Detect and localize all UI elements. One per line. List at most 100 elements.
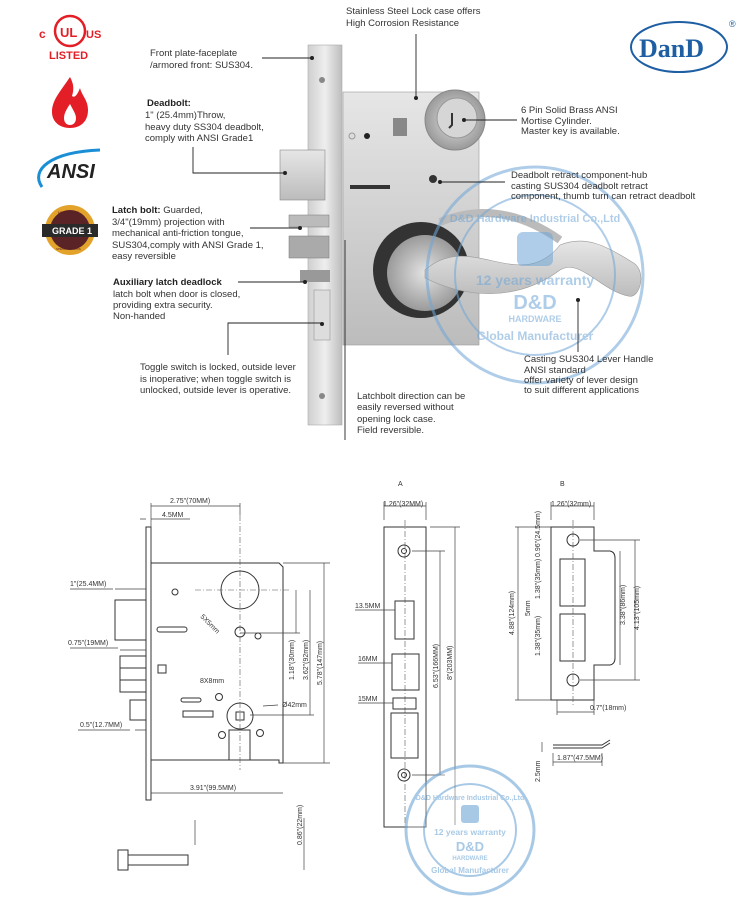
svg-text:opening lock case.: opening lock case. — [357, 414, 436, 425]
svg-text:HARDWARE: HARDWARE — [452, 856, 487, 862]
svg-text:1.87"(47.5MM): 1.87"(47.5MM) — [557, 755, 603, 762]
svg-text:D&D Hardware Industrial Co.,Lt: D&D Hardware Industrial Co.,Ltd — [450, 213, 621, 225]
svg-text:1.38"(35mm): 1.38"(35mm) — [535, 616, 542, 656]
svg-text:2.5mm: 2.5mm — [535, 760, 542, 782]
faceplate-a-drawing: A 1.26"(32MM) 13.5MM 16MM 15MM 6.53"(166… — [355, 481, 460, 828]
svg-text:1.18"(30mm): 1.18"(30mm) — [289, 640, 296, 680]
callout-toggle: Toggle switch is locked, outside lever i… — [140, 362, 296, 396]
svg-text:Stainless Steel Lock case offe: Stainless Steel Lock case offers — [346, 6, 481, 17]
svg-text:ANSI: ANSI — [46, 161, 95, 183]
svg-text:D&D Hardware Industrial Co.,Lt: D&D Hardware Industrial Co.,Ltd — [416, 795, 525, 802]
flame-icon — [52, 77, 88, 128]
callout-lever: Casting SUS304 Lever Handle ANSI standar… — [524, 354, 653, 396]
svg-text:15MM: 15MM — [358, 696, 378, 703]
svg-text:Global Manufacturer: Global Manufacturer — [477, 329, 594, 343]
svg-text:unlocked, outside lever is ope: unlocked, outside lever is operative. — [140, 385, 291, 396]
svg-text:providing extra security.: providing extra security. — [113, 300, 213, 311]
svg-text:0.86"(22mm): 0.86"(22mm) — [297, 805, 304, 845]
svg-text:Ø42mm: Ø42mm — [282, 702, 307, 709]
svg-text:MEETS ANSI: MEETS ANSI — [58, 211, 79, 215]
svg-text:5.78"(147mm): 5.78"(147mm) — [317, 641, 324, 685]
svg-text:6.53"(166MM): 6.53"(166MM) — [433, 644, 440, 688]
svg-text:0.7"(18mm): 0.7"(18mm) — [590, 705, 626, 712]
svg-text:LISTED: LISTED — [49, 50, 88, 62]
mortise-lock-photo — [279, 44, 642, 426]
svg-text:Latch bolt: Guarded,: Latch bolt: Guarded, — [112, 205, 203, 216]
callout-latch-bolt: Latch bolt: Guarded, 3/4"(19mm) projecti… — [112, 205, 264, 262]
svg-text:5mm: 5mm — [525, 600, 532, 616]
callout-faceplate: Front plate-faceplate /armored front: SU… — [150, 48, 253, 71]
svg-text:Deadbolt retract component-hub: Deadbolt retract component-hub — [511, 170, 647, 181]
svg-text:/armored front: SUS304.: /armored front: SUS304. — [150, 60, 253, 71]
svg-text:SPECIFICATIONS: SPECIFICATIONS — [56, 247, 81, 251]
svg-text:easily reversed without: easily reversed without — [357, 402, 454, 413]
main-drawing-dimensions: 2.75"(70MM) 4.5MM 1"(25.4MM) 0.75"(19MM)… — [68, 498, 324, 845]
svg-text:component, thumb turn can retr: component, thumb turn can retract deadbo… — [511, 191, 696, 202]
svg-text:2.75"(70MM): 2.75"(70MM) — [170, 498, 210, 505]
svg-text:3/4"(19mm) projection with: 3/4"(19mm) projection with — [112, 217, 225, 228]
svg-text:latch bolt when door is closed: latch bolt when door is closed, — [113, 289, 240, 300]
svg-text:Toggle switch is locked, outsi: Toggle switch is locked, outside lever — [140, 362, 296, 373]
svg-text:is inoperative; when toggle sw: is inoperative; when toggle switch is — [140, 374, 291, 385]
svg-text:6 Pin Solid Brass ANSI: 6 Pin Solid Brass ANSI — [521, 105, 618, 116]
svg-text:casting SUS304 deadbolt retrac: casting SUS304 deadbolt retract — [511, 181, 648, 192]
svg-text:B: B — [560, 481, 565, 488]
svg-text:3.62"(92mm): 3.62"(92mm) — [303, 640, 310, 680]
svg-text:Deadbolt:: Deadbolt: — [147, 98, 191, 109]
svg-text:Auxiliary latch deadlock: Auxiliary latch deadlock — [113, 277, 222, 288]
svg-text:12 years warranty: 12 years warranty — [434, 827, 506, 837]
svg-text:offer variety of lever design: offer variety of lever design — [524, 375, 638, 386]
ansi-logo: ANSI — [37, 148, 101, 188]
svg-text:4.13"(105mm): 4.13"(105mm) — [634, 586, 641, 630]
svg-text:heavy duty SS304 deadbolt,: heavy duty SS304 deadbolt, — [145, 122, 264, 133]
svg-text:4.5MM: 4.5MM — [162, 512, 184, 519]
lock-body-drawing — [70, 503, 330, 871]
callout-case: Stainless Steel Lock case offers High Co… — [346, 6, 481, 29]
svg-text:12 years warranty: 12 years warranty — [476, 272, 595, 288]
svg-text:1.38"(35mm): 1.38"(35mm) — [535, 559, 542, 599]
svg-text:DanD: DanD — [639, 34, 704, 63]
svg-text:US: US — [86, 29, 101, 41]
watermark-stamp: D&D Hardware Industrial Co.,Ltd 12 years… — [425, 165, 645, 385]
svg-text:Global Manufacturer: Global Manufacturer — [431, 866, 509, 875]
svg-text:8"(203MM): 8"(203MM) — [447, 646, 454, 680]
svg-text:0.75"(19MM): 0.75"(19MM) — [68, 640, 108, 647]
svg-text:Field reversible.: Field reversible. — [357, 425, 424, 436]
svg-text:UL: UL — [60, 25, 77, 40]
svg-text:Casting SUS304 Lever Handle: Casting SUS304 Lever Handle — [524, 354, 653, 365]
svg-text:Non-handed: Non-handed — [113, 311, 165, 322]
svg-text:Mortise Cylinder.: Mortise Cylinder. — [521, 116, 592, 127]
callout-latch-direction: Latchbolt direction can be easily revers… — [357, 391, 465, 436]
svg-text:comply with ANSI Grade1: comply with ANSI Grade1 — [145, 133, 253, 144]
svg-text:8X8mm: 8X8mm — [200, 678, 224, 685]
svg-text:13.5MM: 13.5MM — [355, 603, 380, 610]
grade1-badge: GRADE 1 MEETS ANSI SPECIFICATIONS — [42, 205, 98, 255]
svg-text:1" (25.4mm)Throw,: 1" (25.4mm)Throw, — [145, 110, 225, 121]
svg-text:0.96"(24.5mm): 0.96"(24.5mm) — [535, 511, 542, 557]
svg-text:HARDWARE: HARDWARE — [509, 314, 562, 324]
watermark-stamp-bottom: D&D Hardware Industrial Co.,Ltd 12 years… — [404, 764, 536, 896]
callout-aux-latch: Auxiliary latch deadlock latch bolt when… — [113, 277, 240, 322]
svg-text:SUS304,comply with ANSI Grade: SUS304,comply with ANSI Grade 1, — [112, 240, 264, 251]
svg-text:to suit different applications: to suit different applications — [524, 385, 639, 396]
svg-text:3.91"(99.5MM): 3.91"(99.5MM) — [190, 785, 236, 792]
svg-text:1.26"(32mm): 1.26"(32mm) — [551, 501, 591, 508]
svg-text:Latchbolt direction can be: Latchbolt direction can be — [357, 391, 465, 402]
svg-text:1"(25.4MM): 1"(25.4MM) — [70, 581, 106, 588]
svg-text:Master key is available.: Master key is available. — [521, 126, 620, 137]
callout-leaders — [192, 34, 580, 440]
deadbolt — [279, 149, 326, 201]
latch-bolt — [288, 214, 330, 228]
strike-b-drawing: B 1.26"(32mm) 4.88"(124mm) 0.96"(24.5mm)… — [509, 481, 641, 782]
svg-text:A: A — [398, 481, 403, 488]
svg-text:16MM: 16MM — [358, 656, 378, 663]
svg-text:D&D: D&D — [513, 292, 556, 314]
svg-text:D&D: D&D — [456, 839, 484, 854]
svg-text:mechanical anti-friction tongu: mechanical anti-friction tongue, — [112, 228, 244, 239]
dand-brand-logo: DanD ® — [630, 19, 736, 73]
ul-listed-logo: c UL US LISTED — [39, 14, 101, 62]
callout-hub: Deadbolt retract component-hub casting S… — [511, 170, 696, 202]
callout-deadbolt: Deadbolt: 1" (25.4mm)Throw, heavy duty S… — [145, 98, 264, 144]
